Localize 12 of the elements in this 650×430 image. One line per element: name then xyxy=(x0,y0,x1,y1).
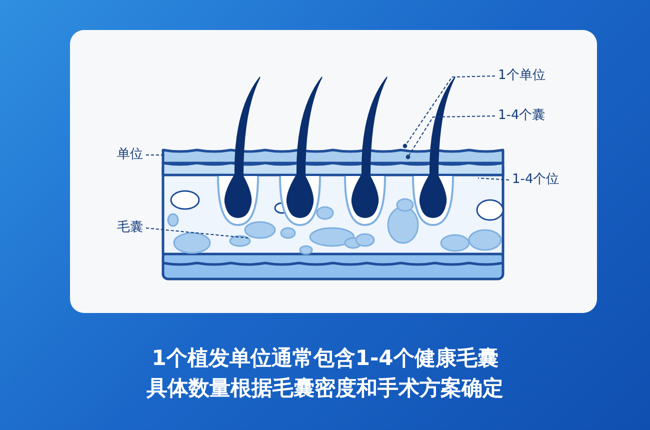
part-label: 单位 xyxy=(117,147,143,163)
part-label: 1-4个位 xyxy=(512,172,560,188)
caption-line: 具体数量根据毛囊密度和手术方案确定 xyxy=(146,375,504,402)
part-label: 1个单位 xyxy=(498,68,546,84)
leader-line xyxy=(478,178,510,180)
caption-line: 1个植发单位通常包含1-4个健康毛囊 xyxy=(150,345,500,372)
part-label: 毛囊 xyxy=(117,220,143,236)
leader-line xyxy=(402,76,496,148)
leader-line xyxy=(406,116,496,160)
leader-line xyxy=(146,228,248,238)
leader-line xyxy=(146,154,166,156)
part-label: 1-4个囊 xyxy=(498,108,546,124)
